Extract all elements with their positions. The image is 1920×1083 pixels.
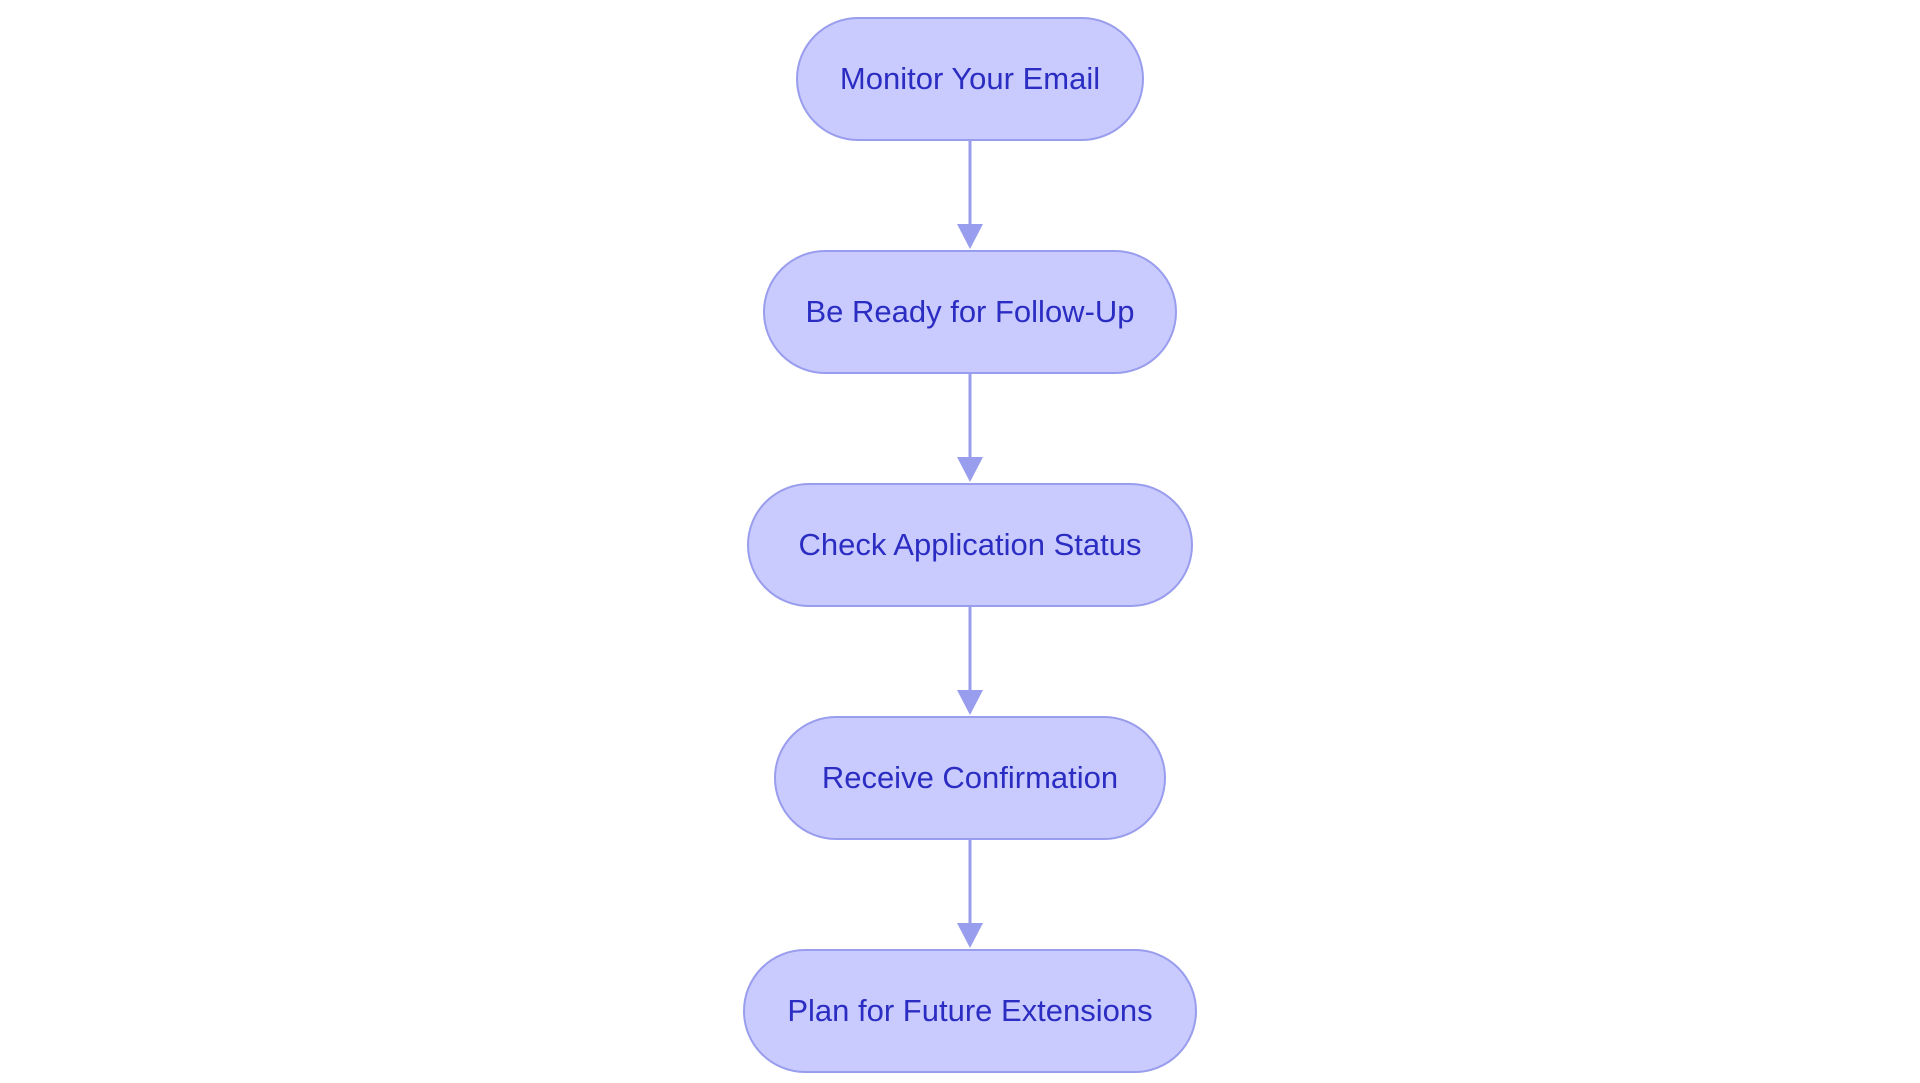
edge-monitor-email-to-follow-up — [957, 141, 983, 249]
node-monitor-email: Monitor Your Email — [796, 17, 1144, 141]
node-confirmation: Receive Confirmation — [774, 716, 1166, 840]
edge-follow-up-to-application-status — [957, 374, 983, 482]
node-label: Monitor Your Email — [839, 61, 1101, 96]
arrowhead-icon — [957, 923, 983, 948]
node-application-status: Check Application Status — [747, 483, 1193, 607]
node-label: Be Ready for Follow-Up — [805, 294, 1135, 329]
node-label: Plan for Future Extensions — [787, 993, 1153, 1028]
node-label: Receive Confirmation — [821, 760, 1119, 795]
node-future-extensions: Plan for Future Extensions — [743, 949, 1197, 1073]
arrowhead-icon — [957, 690, 983, 715]
arrowhead-icon — [957, 457, 983, 482]
node-follow-up: Be Ready for Follow-Up — [763, 250, 1177, 374]
edge-confirmation-to-future-extensions — [957, 840, 983, 948]
node-label: Check Application Status — [798, 527, 1142, 562]
edge-application-status-to-confirmation — [957, 607, 983, 715]
arrowhead-icon — [957, 224, 983, 249]
